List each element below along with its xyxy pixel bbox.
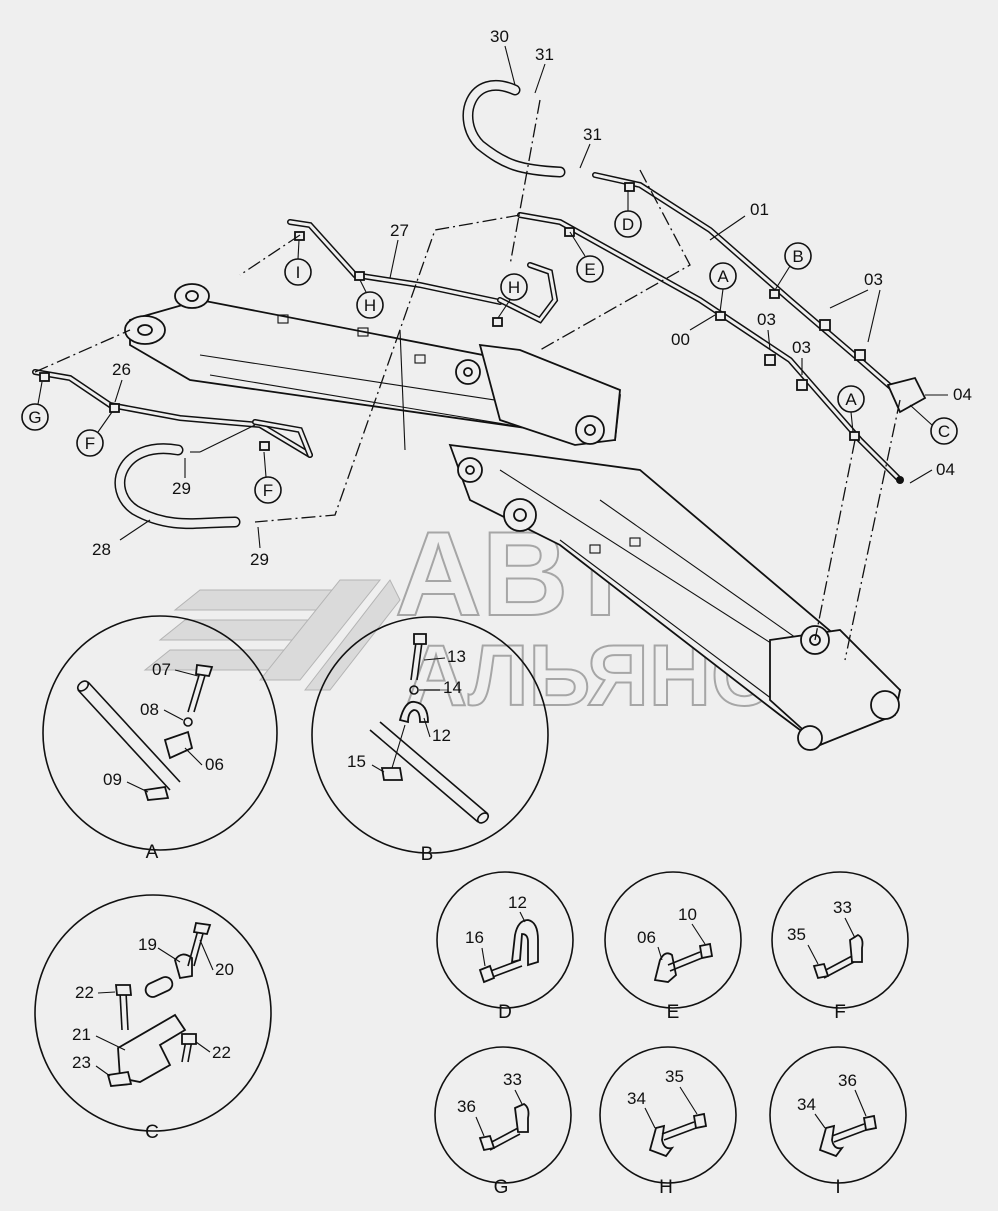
detail-I-label-34: 34 bbox=[797, 1095, 816, 1114]
callout-H-right: H bbox=[497, 273, 528, 319]
label-27: 27 bbox=[390, 221, 409, 240]
detail-A-label-08: 08 bbox=[140, 700, 159, 719]
detail-C-label-23: 23 bbox=[72, 1053, 91, 1072]
detail-F-label-35: 35 bbox=[787, 925, 806, 944]
detail-A: 07 08 06 09 A bbox=[42, 615, 278, 863]
callout-I: I bbox=[284, 239, 312, 286]
detail-H-caption: H bbox=[659, 1177, 673, 1198]
detail-I-caption: I bbox=[835, 1177, 840, 1198]
pipelines bbox=[32, 79, 927, 530]
detail-H: 35 34 H bbox=[599, 1046, 737, 1198]
svg-text:F: F bbox=[263, 481, 273, 500]
callouts: D B E A H I H A C G F F bbox=[21, 190, 958, 504]
detail-H-label-34: 34 bbox=[627, 1089, 646, 1108]
svg-text:H: H bbox=[508, 278, 520, 297]
label-30: 30 bbox=[490, 27, 509, 46]
svg-text:I: I bbox=[296, 263, 301, 282]
label-00: 00 bbox=[671, 330, 690, 349]
label-01: 01 bbox=[750, 200, 769, 219]
detail-G-label-33: 33 bbox=[503, 1070, 522, 1089]
detail-D-label-12: 12 bbox=[508, 893, 527, 912]
detail-E-caption: E bbox=[667, 1002, 680, 1023]
label-31-mid: 31 bbox=[583, 125, 602, 144]
svg-text:D: D bbox=[622, 215, 634, 234]
detail-A-label-07: 07 bbox=[152, 660, 171, 679]
detail-B-label-15: 15 bbox=[347, 752, 366, 771]
svg-text:H: H bbox=[364, 296, 376, 315]
detail-C-caption: C bbox=[145, 1122, 159, 1143]
detail-B-caption: B bbox=[421, 844, 434, 865]
callout-F-left: F bbox=[76, 411, 113, 457]
connection-lines bbox=[34, 99, 901, 661]
detail-F-label-33: 33 bbox=[833, 898, 852, 917]
detail-D: 12 16 D bbox=[436, 871, 574, 1023]
svg-text:E: E bbox=[584, 260, 595, 279]
detail-B-label-13: 13 bbox=[447, 647, 466, 666]
callout-A-top: A bbox=[709, 262, 737, 313]
label-31-top: 31 bbox=[535, 45, 554, 64]
label-29-a: 29 bbox=[172, 479, 191, 498]
callout-D: D bbox=[614, 190, 642, 238]
svg-text:F: F bbox=[85, 434, 95, 453]
detail-C-label-21: 21 bbox=[72, 1025, 91, 1044]
detail-E-label-10: 10 bbox=[678, 905, 697, 924]
callout-B: B bbox=[774, 242, 812, 291]
main-part-labels: 30 31 31 01 27 03 03 03 00 04 04 26 29 2… bbox=[92, 27, 972, 569]
label-03-c: 03 bbox=[792, 338, 811, 357]
callout-E: E bbox=[569, 231, 604, 283]
detail-C-label-22-right: 22 bbox=[212, 1043, 231, 1062]
label-03-a: 03 bbox=[864, 270, 883, 289]
detail-G: 33 36 G bbox=[434, 1046, 572, 1198]
label-04-b: 04 bbox=[936, 460, 955, 479]
detail-B: 13 14 12 15 B bbox=[311, 616, 549, 865]
detail-E-label-06: 06 bbox=[637, 928, 656, 947]
detail-F-caption: F bbox=[834, 1002, 846, 1023]
detail-C-label-22-left: 22 bbox=[75, 983, 94, 1002]
detail-B-label-14: 14 bbox=[443, 678, 462, 697]
label-29-b: 29 bbox=[250, 550, 269, 569]
detail-G-caption: G bbox=[494, 1177, 509, 1198]
detail-C-label-19: 19 bbox=[138, 935, 157, 954]
svg-text:B: B bbox=[792, 247, 803, 266]
detail-I: 36 34 I bbox=[769, 1046, 907, 1198]
detail-E: 10 06 E bbox=[604, 871, 742, 1023]
svg-text:A: A bbox=[845, 390, 857, 409]
detail-G-label-36: 36 bbox=[457, 1097, 476, 1116]
svg-text:A: A bbox=[717, 267, 729, 286]
detail-D-caption: D bbox=[498, 1002, 512, 1023]
callout-C: C bbox=[909, 404, 958, 445]
svg-text:G: G bbox=[28, 408, 41, 427]
svg-text:C: C bbox=[938, 422, 950, 441]
detail-A-caption: A bbox=[146, 842, 159, 863]
label-28: 28 bbox=[92, 540, 111, 559]
boom-assembly bbox=[124, 283, 902, 751]
detail-C: 19 20 22 21 22 23 C bbox=[34, 894, 272, 1143]
detail-C-label-20: 20 bbox=[215, 960, 234, 979]
callout-A-bottom: A bbox=[837, 385, 865, 433]
detail-B-label-12: 12 bbox=[432, 726, 451, 745]
detail-D-label-16: 16 bbox=[465, 928, 484, 947]
callout-G: G bbox=[21, 381, 49, 431]
label-03-b: 03 bbox=[757, 310, 776, 329]
callout-H-left: H bbox=[356, 279, 384, 319]
detail-F: 33 35 F bbox=[771, 871, 909, 1023]
label-04-a: 04 bbox=[953, 385, 972, 404]
label-26: 26 bbox=[112, 360, 131, 379]
detail-H-label-35: 35 bbox=[665, 1067, 684, 1086]
detail-I-label-36: 36 bbox=[838, 1071, 857, 1090]
callout-F-right: F bbox=[254, 451, 282, 504]
detail-A-label-09: 09 bbox=[103, 770, 122, 789]
detail-A-label-06: 06 bbox=[205, 755, 224, 774]
watermark-logo bbox=[143, 579, 401, 691]
